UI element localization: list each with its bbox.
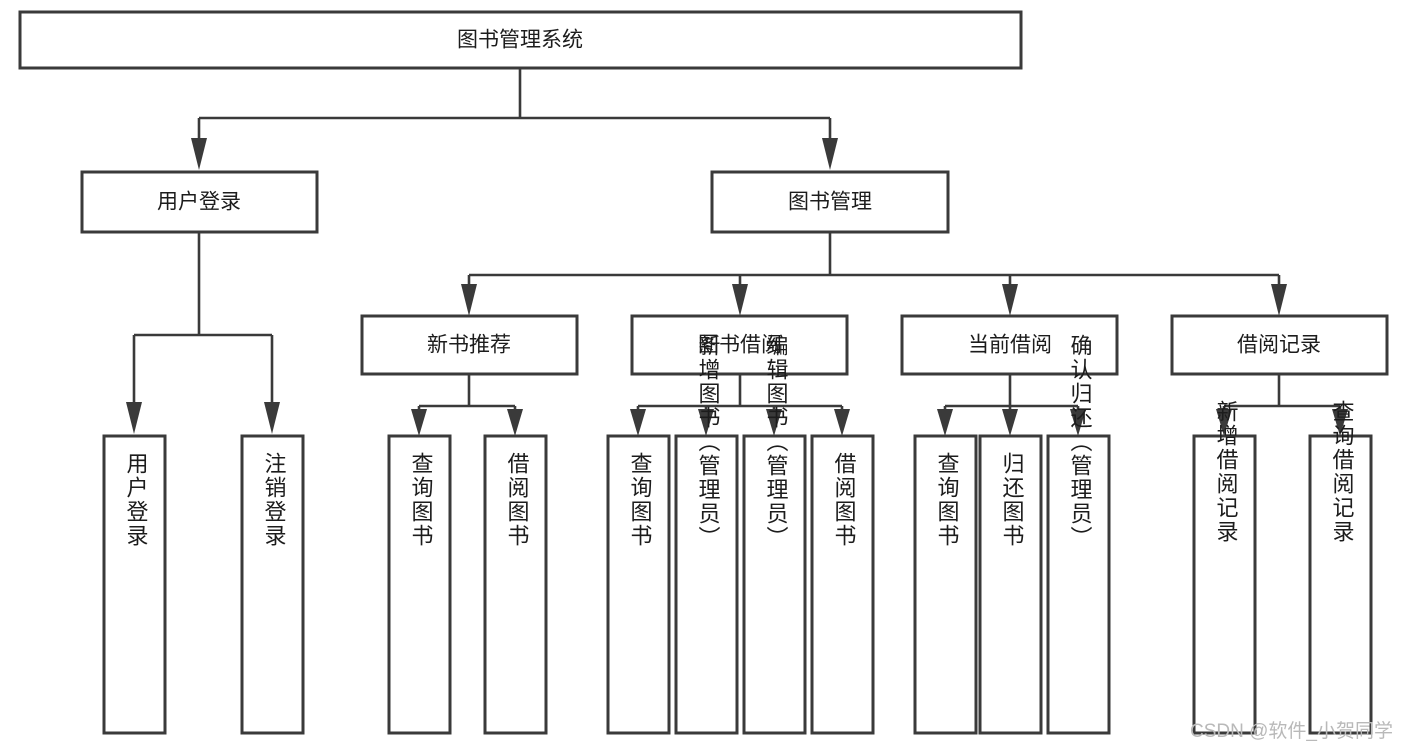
arrow-head-user-login <box>191 138 207 170</box>
node-leaf-add-record[interactable]: 新增借阅记录 <box>1192 400 1257 735</box>
node-leaf-query-book-3[interactable]: 查询图书 <box>913 434 978 735</box>
node-leaf-user-login-box[interactable] <box>102 434 167 735</box>
node-leaf-add-book-box[interactable] <box>674 434 739 735</box>
arrow-head-leaf-borrow-book-1 <box>507 409 523 436</box>
arrow-head-leaf-query-book-3 <box>937 409 953 436</box>
node-leaf-edit-book-box[interactable] <box>742 434 807 735</box>
arrow-head-leaf-confirm-return <box>1070 409 1086 436</box>
node-leaf-query-book-2-label: 查询图书 <box>628 452 653 548</box>
node-user-login-box[interactable] <box>80 170 319 234</box>
node-leaf-query-record-box[interactable] <box>1308 434 1373 735</box>
node-leaf-borrow-book-2[interactable]: 借阅图书 <box>810 434 875 735</box>
node-book-borrow-box[interactable] <box>630 314 849 376</box>
node-leaf-borrow-book-1-label: 借阅图书 <box>505 452 530 548</box>
node-leaf-return-book-label: 归还图书 <box>1000 452 1025 548</box>
node-current-borrow-box[interactable] <box>900 314 1119 376</box>
arrow-head-leaf-user-logout <box>264 402 280 434</box>
node-leaf-edit-book-label: 编辑图书（管理员） <box>764 334 789 550</box>
node-user-login-label: 用户登录 <box>157 191 241 214</box>
node-leaf-query-book-2-box[interactable] <box>606 434 671 735</box>
node-borrow-record-label: 借阅记录 <box>1237 334 1321 357</box>
arrow-head-leaf-edit-book <box>766 409 782 436</box>
node-leaf-user-logout-label: 注销登录 <box>262 452 287 548</box>
node-root[interactable]: 图书管理系统 <box>18 10 1023 70</box>
arrow-head-new-book-recommend <box>461 284 477 316</box>
node-leaf-borrow-book-2-label: 借阅图书 <box>832 452 857 548</box>
node-leaf-confirm-return-box[interactable] <box>1046 434 1111 735</box>
node-leaf-return-book-box[interactable] <box>978 434 1043 735</box>
node-book-management-box[interactable] <box>710 170 950 234</box>
arrow-head-book-borrow <box>732 284 748 316</box>
node-current-borrow-label: 当前借阅 <box>968 334 1052 357</box>
node-user-login[interactable]: 用户登录 <box>80 170 319 234</box>
node-new-book-recommend-label: 新书推荐 <box>427 334 511 357</box>
node-leaf-user-logout[interactable]: 注销登录 <box>240 434 305 735</box>
node-new-book-recommend[interactable]: 新书推荐 <box>360 314 579 376</box>
node-leaf-add-book-label: 新增图书（管理员） <box>696 334 721 550</box>
node-leaf-add-book[interactable]: 新增图书（管理员） <box>674 334 739 735</box>
arrow-head-book-management <box>822 138 838 170</box>
node-leaf-return-book[interactable]: 归还图书 <box>978 434 1043 735</box>
node-new-book-recommend-box[interactable] <box>360 314 579 376</box>
node-current-borrow[interactable]: 当前借阅 <box>900 314 1119 376</box>
arrow-head-leaf-add-book <box>698 409 714 436</box>
node-leaf-query-book-1[interactable]: 查询图书 <box>387 434 452 735</box>
node-book-management-label: 图书管理 <box>788 191 872 214</box>
node-leaf-confirm-return[interactable]: 确认归还（管理员） <box>1046 334 1111 735</box>
node-book-management[interactable]: 图书管理 <box>710 170 950 234</box>
node-leaf-user-login-label: 用户登录 <box>124 452 149 548</box>
arrow-head-leaf-user-login <box>126 402 142 434</box>
node-leaf-borrow-book-1-box[interactable] <box>483 434 548 735</box>
node-leaf-add-record-box[interactable] <box>1192 434 1257 735</box>
node-leaf-query-book-1-box[interactable] <box>387 434 452 735</box>
node-leaf-borrow-book-2-box[interactable] <box>810 434 875 735</box>
arrow-head-leaf-query-record <box>1332 409 1348 436</box>
arrow-head-leaf-add-record <box>1216 409 1232 436</box>
node-root-box[interactable] <box>18 10 1023 70</box>
arrow-head-current-borrow <box>1002 284 1018 316</box>
node-leaf-query-book-3-box[interactable] <box>913 434 978 735</box>
node-borrow-record-box[interactable] <box>1170 314 1389 376</box>
arrow-head-leaf-borrow-book-2 <box>834 409 850 436</box>
node-book-borrow-label: 图书借阅 <box>698 334 782 357</box>
node-leaf-query-record[interactable]: 查询借阅记录 <box>1308 400 1373 735</box>
arrow-head-leaf-query-book-2 <box>630 409 646 436</box>
arrow-head-leaf-query-book-1 <box>411 409 427 436</box>
node-leaf-query-book-1-label: 查询图书 <box>409 452 434 548</box>
arrow-head-borrow-record <box>1271 284 1287 316</box>
connector-layer <box>126 68 1348 436</box>
node-borrow-record[interactable]: 借阅记录 <box>1170 314 1389 376</box>
arrow-head-leaf-return-book <box>1002 409 1018 436</box>
node-book-borrow[interactable]: 图书借阅 <box>630 314 849 376</box>
node-leaf-user-logout-box[interactable] <box>240 434 305 735</box>
node-leaf-query-book-3-label: 查询图书 <box>935 452 960 548</box>
node-leaf-confirm-return-label: 确认归还（管理员） <box>1068 334 1093 550</box>
node-leaf-add-record-label: 新增借阅记录 <box>1214 400 1239 544</box>
node-leaf-user-login[interactable]: 用户登录 <box>102 434 167 735</box>
node-leaf-query-book-2[interactable]: 查询图书 <box>606 434 671 735</box>
node-root-label: 图书管理系统 <box>457 29 583 52</box>
node-leaf-query-record-label: 查询借阅记录 <box>1330 400 1355 544</box>
node-leaf-edit-book[interactable]: 编辑图书（管理员） <box>742 334 807 735</box>
node-leaf-borrow-book-1[interactable]: 借阅图书 <box>483 434 548 735</box>
